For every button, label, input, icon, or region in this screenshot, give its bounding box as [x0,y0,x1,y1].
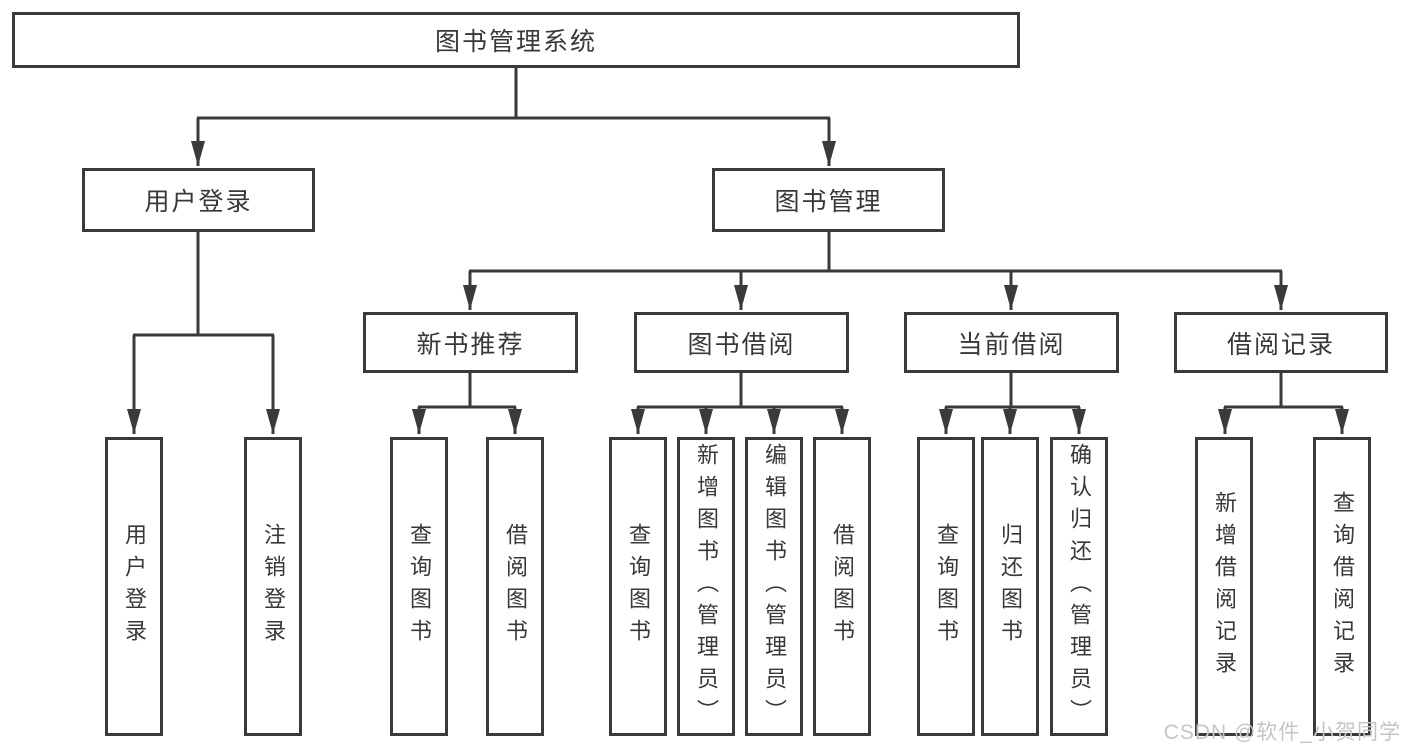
leaf-query-books-borrow-label: 查询图书 [626,522,651,651]
leaf-query-books-newbook-label: 查询图书 [407,522,432,651]
leaf-logout-label: 注销登录 [261,522,286,651]
leaf-user-login-label: 用户登录 [122,522,147,651]
node-user-login-label: 用户登录 [144,188,253,216]
leaf-borrow-books: 借阅图书 [813,437,871,736]
root-node-label: 图书管理系统 [434,28,597,56]
node-book-management: 图书管理 [712,168,945,232]
leaf-query-books-current: 查询图书 [917,437,975,736]
leaf-add-borrow-record: 新增借阅记录 [1195,437,1253,736]
leaf-logout: 注销登录 [244,437,302,736]
node-book-management-label: 图书管理 [774,188,883,216]
leaf-edit-books-admin: 编辑图书（管理员） [745,437,803,736]
node-new-book-recommend-label: 新书推荐 [416,330,525,359]
leaf-query-books-newbook: 查询图书 [390,437,448,736]
node-borrow-record: 借阅记录 [1174,312,1388,373]
leaf-return-books: 归还图书 [981,437,1039,736]
leaf-add-borrow-record-label: 新增借阅记录 [1212,490,1237,683]
leaf-confirm-return-admin-label: 确认归还（管理员） [1067,442,1092,731]
leaf-borrow-books-newbook-label: 借阅图书 [503,522,528,651]
leaf-query-borrow-record: 查询借阅记录 [1313,437,1371,736]
csdn-watermark: CSDN @软件_小贺同学 [1163,721,1401,744]
leaf-confirm-return-admin: 确认归还（管理员） [1050,437,1108,736]
root-node-library-management-system: 图书管理系统 [12,12,1020,68]
leaf-edit-books-admin-label: 编辑图书（管理员） [762,442,787,731]
node-book-borrow: 图书借阅 [634,312,849,373]
node-user-login: 用户登录 [82,168,315,232]
node-new-book-recommend: 新书推荐 [363,312,578,373]
leaf-borrow-books-newbook: 借阅图书 [486,437,544,736]
leaf-add-books-admin-label: 新增图书（管理员） [694,442,719,731]
leaf-query-books-borrow: 查询图书 [609,437,667,736]
leaf-query-books-current-label: 查询图书 [934,522,959,651]
leaf-query-borrow-record-label: 查询借阅记录 [1330,490,1355,683]
leaf-add-books-admin: 新增图书（管理员） [677,437,735,736]
leaf-return-books-label: 归还图书 [998,522,1023,651]
leaf-borrow-books-label: 借阅图书 [830,522,855,651]
node-borrow-record-label: 借阅记录 [1226,330,1335,359]
node-current-borrow: 当前借阅 [904,312,1119,373]
node-book-borrow-label: 图书借阅 [687,330,796,359]
node-current-borrow-label: 当前借阅 [957,330,1066,359]
leaf-user-login: 用户登录 [105,437,163,736]
